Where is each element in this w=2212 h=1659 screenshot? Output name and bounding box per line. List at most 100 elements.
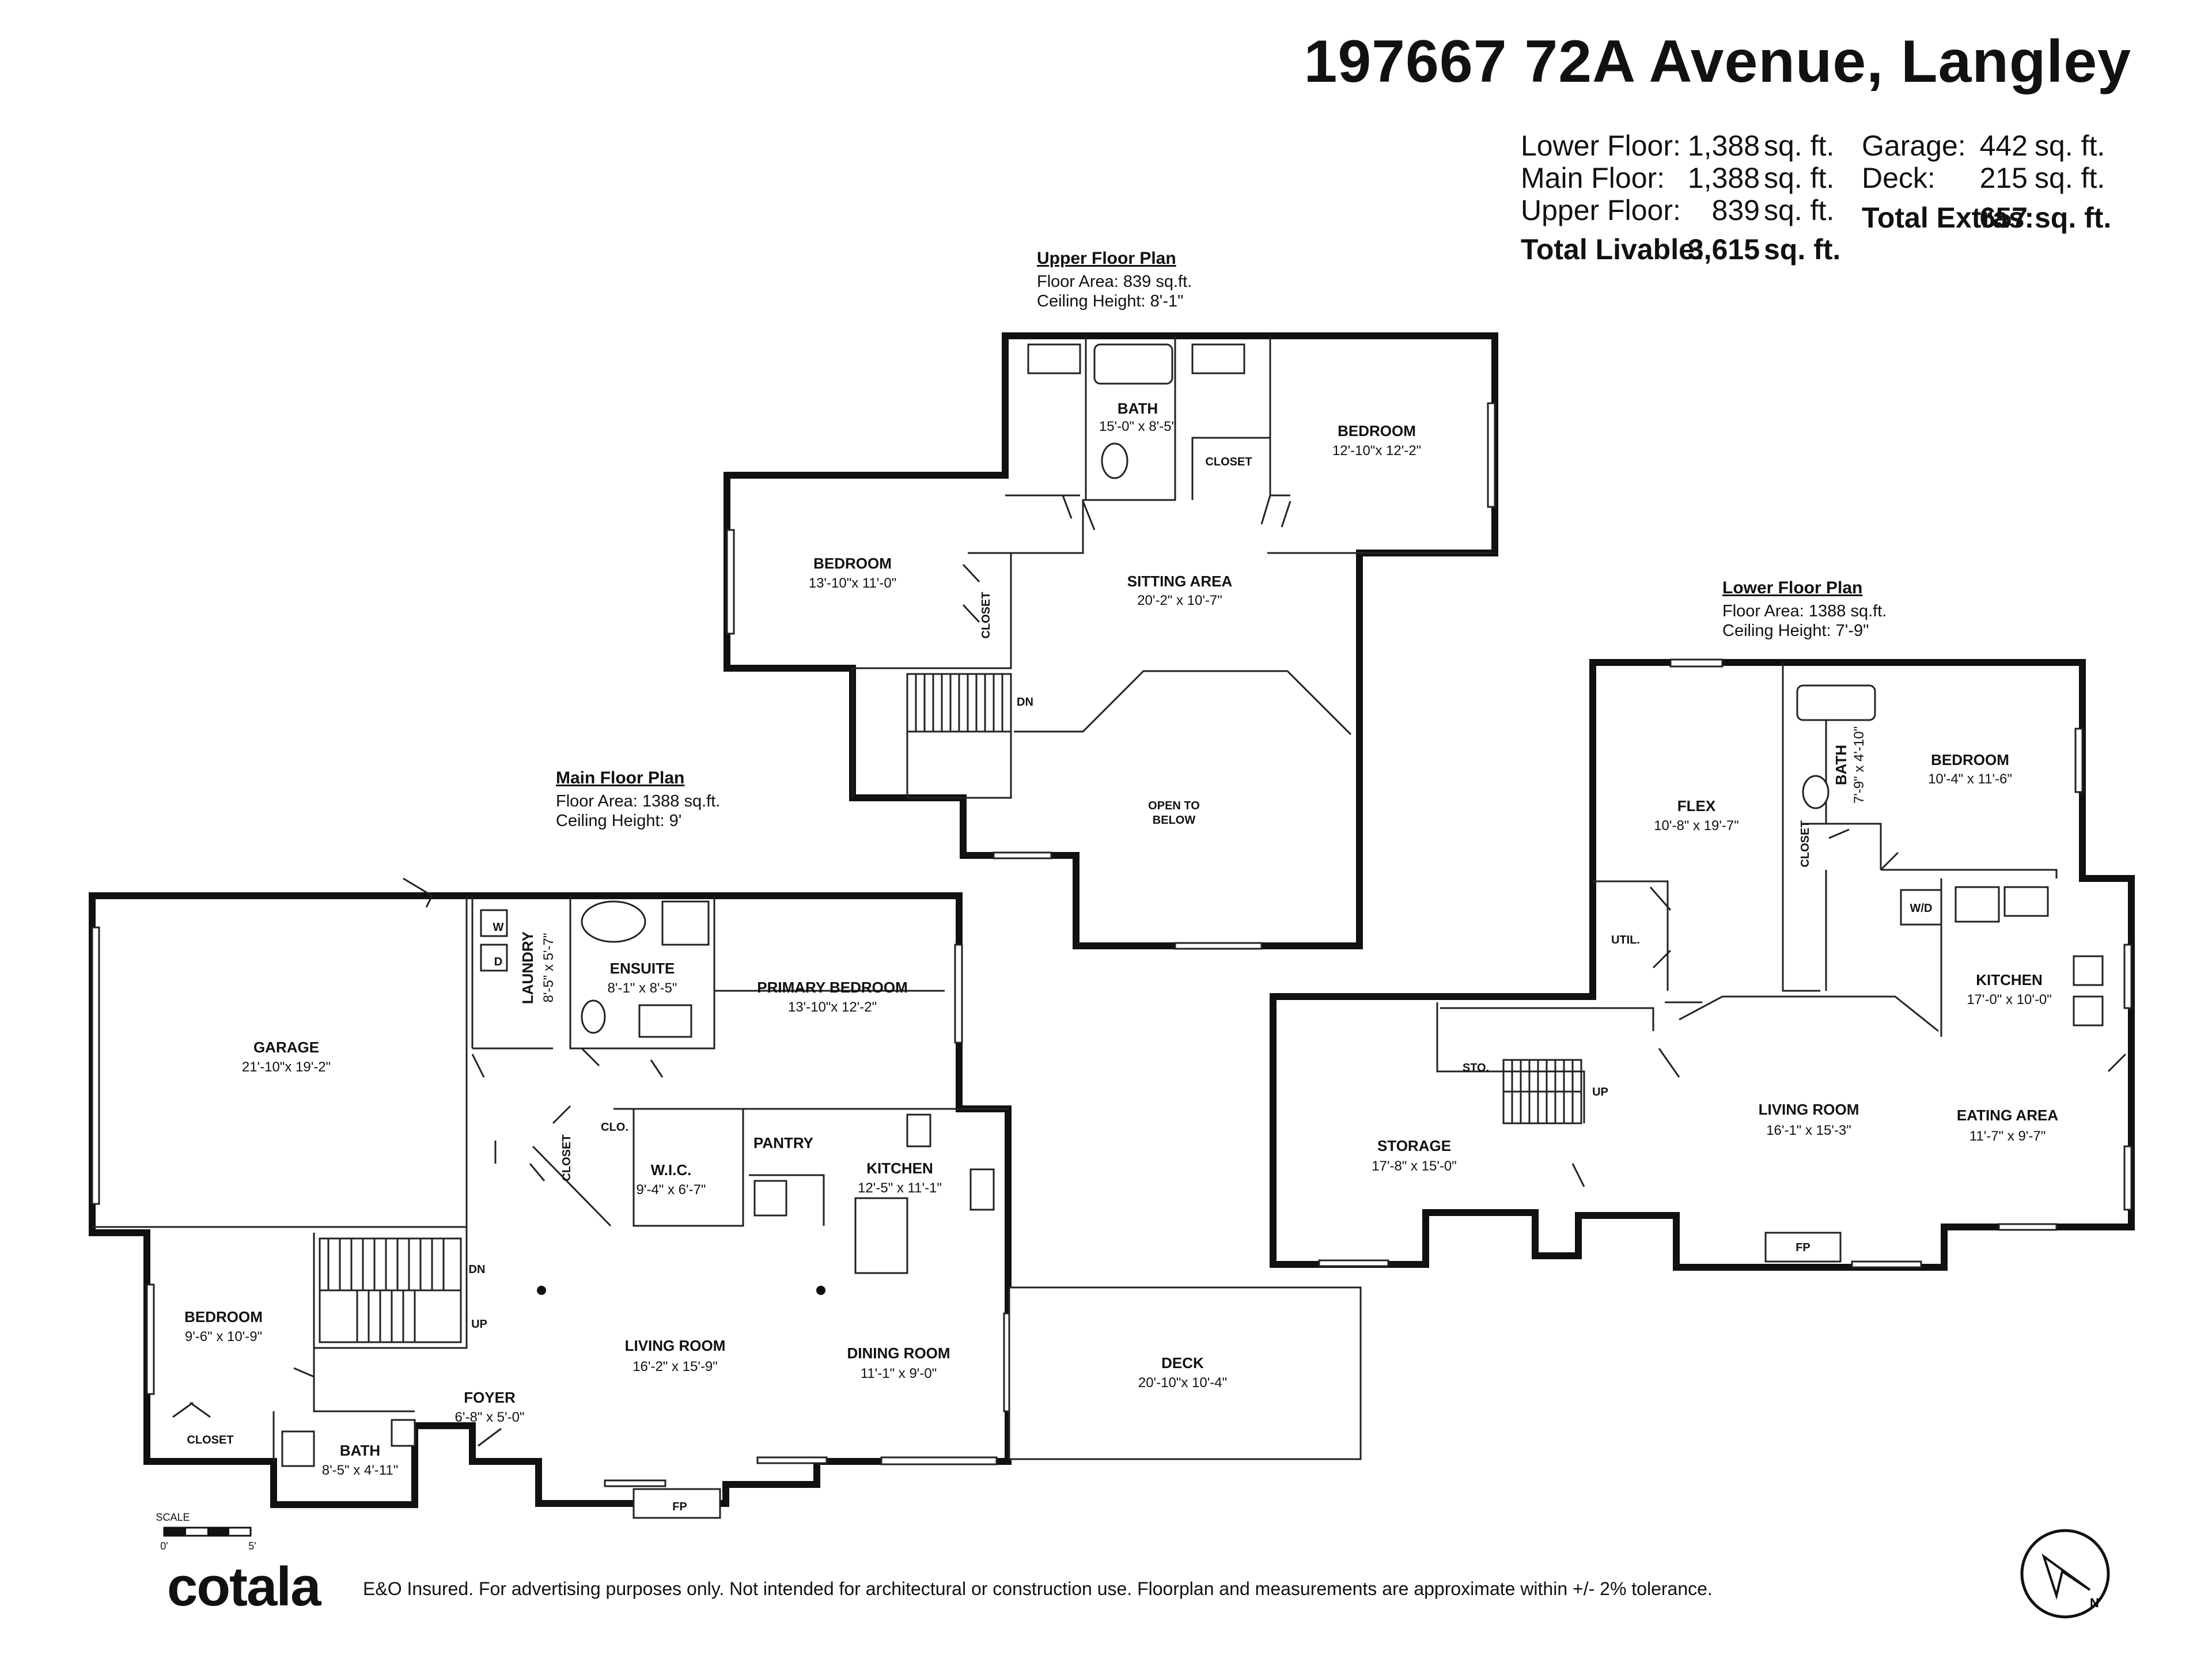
total-extras-label: Total Extras: (1862, 202, 2035, 234)
main-floor-unit: sq. ft. (1764, 162, 1835, 194)
ensuite-label: ENSUITE (610, 960, 675, 977)
main-kitchen-dim: 12'-5" x 11'-1" (858, 1180, 942, 1196)
main-doors (172, 877, 664, 1447)
foyer-dim: 6'-8" x 5'-0" (455, 1410, 525, 1425)
upper-floor-label: Upper Floor: (1521, 194, 1681, 226)
kitchen-island (854, 1197, 908, 1274)
garage-value: 442 (1979, 130, 2028, 162)
upper-closet1-label: CLOSET (1205, 456, 1252, 468)
open-to-below-rail (1014, 670, 1352, 736)
compass-icon: N (2020, 1529, 2110, 1619)
lower-doors (1571, 828, 2127, 1187)
upper-floor-value: 839 (1711, 194, 1760, 226)
lower-plan-ceiling: Ceiling Height: 7'-9" (1722, 622, 1869, 640)
main-bedroom-window (146, 1283, 155, 1395)
garage-unit: sq. ft. (2035, 130, 2105, 162)
main-plan-title: Main Floor Plan (556, 768, 684, 787)
upper-bedroom1-dim: 12'-10"x 12'-2" (1332, 443, 1421, 459)
garage-door (91, 926, 100, 1205)
primary-bedroom-label: PRIMARY BEDROOM (757, 979, 907, 996)
deck-unit: sq. ft. (2035, 162, 2105, 194)
main-plan-area: Floor Area: 1388 sq.ft. (556, 792, 720, 810)
lower-kitchen-sink (1955, 886, 2000, 923)
lower-bath-dim: 7'-9" x 4'-10" (1851, 726, 1867, 804)
upper-interior-walls (851, 336, 1495, 798)
washer-dryer (1900, 889, 1942, 926)
lower-up-label: UP (1592, 1086, 1608, 1099)
deck-value: 215 (1979, 162, 2028, 194)
living-window (756, 1456, 828, 1464)
total-livable-value: 3,615 (1687, 233, 1760, 266)
main-dn-label: DN (469, 1263, 486, 1276)
clo-label: CLO. (601, 1121, 628, 1134)
main-bath-dim: 8'-5" x 4'-11" (322, 1463, 398, 1478)
post-left (537, 1286, 546, 1295)
upper-stairs (906, 673, 1012, 799)
total-extras-unit: sq. ft. (2035, 202, 2112, 234)
storage-window (1318, 1259, 1389, 1267)
lower-window-north (1669, 658, 1724, 668)
post-right (816, 1286, 825, 1295)
ensuite-toilet (581, 999, 606, 1034)
lower-toilet (1802, 775, 1830, 809)
lower-counter-appliance (2073, 955, 2104, 986)
ensuite-shower (661, 900, 710, 946)
garage-label: Garage: (1862, 130, 1966, 162)
lower-range (2003, 886, 2049, 917)
lower-floor-plan: Lower Floor Plan Floor Area: 1388 sq.ft.… (1270, 578, 2135, 1271)
lower-dishwasher (2073, 995, 2104, 1027)
laundry-label: LAUNDRY (519, 931, 536, 1004)
upper-bath-dim: 15'-0" x 8'-5" (1099, 419, 1176, 434)
lower-living-label: LIVING ROOM (1759, 1101, 1859, 1118)
scale-label: SCALE (156, 1512, 190, 1523)
pantry-label: PANTRY (753, 1134, 813, 1152)
sto-label: STO. (1463, 1062, 1489, 1074)
flex-dim: 10'-8" x 19'-7" (1654, 818, 1739, 834)
garage-label: GARAGE (253, 1039, 319, 1056)
upper-window-west (726, 529, 735, 635)
kitchen-range (906, 1113, 931, 1147)
deck-label: DECK (1161, 1354, 1204, 1372)
upper-sink-right (1191, 343, 1245, 374)
ensuite-tub (581, 900, 646, 943)
upper-plan-ceiling: Ceiling Height: 8'-1" (1037, 292, 1183, 310)
upper-plan-title: Upper Floor Plan (1037, 249, 1176, 268)
wd-label: W/D (1910, 902, 1933, 915)
open-below-label: BELOW (1153, 814, 1196, 827)
washer (480, 909, 508, 937)
upper-window-south2 (1174, 942, 1263, 950)
upper-sink-left (1027, 343, 1081, 374)
lower-living-bay (1679, 995, 1939, 1032)
lower-floor-value: 1,388 (1687, 130, 1760, 162)
storage-label: STORAGE (1377, 1137, 1451, 1154)
primary-bedroom-dim: 13'-10"x 12'-2" (788, 999, 877, 1015)
main-plan-ceiling: Ceiling Height: 9' (556, 812, 681, 830)
scale-min: 0' (160, 1540, 168, 1552)
dryer (480, 944, 508, 972)
main-bedroom-closet-label: CLOSET (187, 1434, 233, 1446)
lower-floor-unit: sq. ft. (1764, 130, 1835, 162)
eating-area-dim: 11'-7" x 9'-7" (1969, 1128, 2046, 1144)
storage-dim: 17'-8" x 15'-0" (1372, 1158, 1457, 1174)
main-floor-label: Main Floor: (1521, 162, 1665, 194)
dining-label: DINING ROOM (847, 1344, 950, 1362)
main-bedroom-label: BEDROOM (184, 1308, 263, 1325)
main-exterior-wall (89, 892, 1012, 1508)
pantry-fridge (753, 1180, 787, 1217)
main-floor-plan: Main Floor Plan Floor Area: 1388 sq.ft. … (89, 768, 1362, 1519)
scale-max: 5' (248, 1540, 256, 1552)
flex-label: FLEX (1677, 797, 1716, 815)
garage-dim: 21'-10"x 19'-2" (242, 1059, 331, 1075)
lower-stairs (1502, 1059, 1582, 1124)
total-extras-value: 657 (1979, 202, 2028, 234)
util-label: UTIL. (1611, 934, 1640, 946)
lower-interior-walls (1436, 662, 2058, 1123)
upper-plan-area: Floor Area: 839 sq.ft. (1037, 272, 1192, 291)
upper-toilet (1101, 442, 1128, 479)
total-livable-label: Total Livable: (1521, 233, 1705, 266)
lower-closet-label: CLOSET (1799, 820, 1812, 867)
main-up-label: UP (471, 1318, 487, 1331)
ensuite-dim: 8'-1" x 8'-5" (608, 980, 677, 996)
property-address: 197667 72A Avenue, Langley (1304, 28, 2131, 95)
open-to-label: OPEN TO (1148, 800, 1200, 812)
